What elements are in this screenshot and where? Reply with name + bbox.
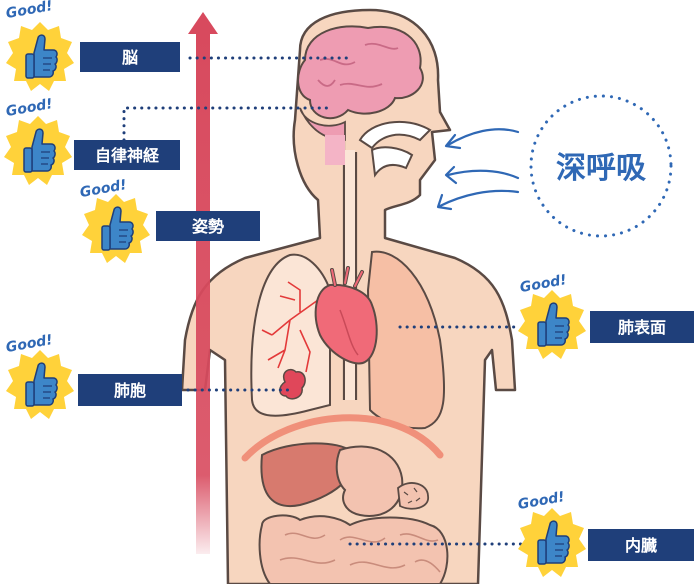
good-badge-internal: Good! <box>517 489 587 578</box>
heart <box>314 266 378 365</box>
good-text: Good! <box>5 332 54 356</box>
label-box-lung-surface: 肺表面 <box>590 311 694 343</box>
good-badge-alveoli: Good! <box>5 332 75 420</box>
pancreas <box>397 482 429 510</box>
label-alveoli: 肺胞 <box>114 381 146 400</box>
good-text: Good! <box>5 0 54 22</box>
label-box-autonomic: 自律神経 <box>74 140 180 170</box>
good-badge-brain: Good! <box>5 0 75 92</box>
inhale-arrows <box>436 128 520 211</box>
lungs <box>250 250 446 430</box>
brain <box>297 25 424 165</box>
label-box-alveoli: 肺胞 <box>78 374 182 406</box>
label-box-posture: 姿勢 <box>156 211 260 241</box>
good-badge-lung-surface: Good! <box>517 272 587 360</box>
good-badge-posture: Good! <box>79 177 151 264</box>
good-text: Good! <box>5 96 54 120</box>
alveoli-cluster <box>279 368 306 400</box>
bronchi <box>261 281 319 373</box>
diaphragm <box>241 414 444 462</box>
abdominal-organs <box>258 442 449 584</box>
label-posture: 姿勢 <box>192 217 224 236</box>
deep-breath-label: 深呼吸 <box>556 151 646 186</box>
stomach <box>335 445 404 517</box>
good-text: Good! <box>517 489 566 513</box>
leader-autonomic <box>122 106 332 142</box>
posture-arrow <box>188 12 218 554</box>
leader-lines <box>122 56 524 546</box>
deep-breath-circle <box>529 94 673 238</box>
good-text: Good! <box>79 177 128 201</box>
label-box-internal: 内臓 <box>588 529 694 561</box>
label-box-brain: 脳 <box>80 42 180 72</box>
good-badge-autonomic: Good! <box>3 96 73 186</box>
label-brain: 脳 <box>122 48 138 67</box>
intestines <box>258 514 449 584</box>
label-internal: 内臓 <box>625 536 657 555</box>
label-autonomic: 自律神経 <box>95 146 160 165</box>
label-lung-surface: 肺表面 <box>618 318 666 337</box>
good-text: Good! <box>519 272 568 296</box>
